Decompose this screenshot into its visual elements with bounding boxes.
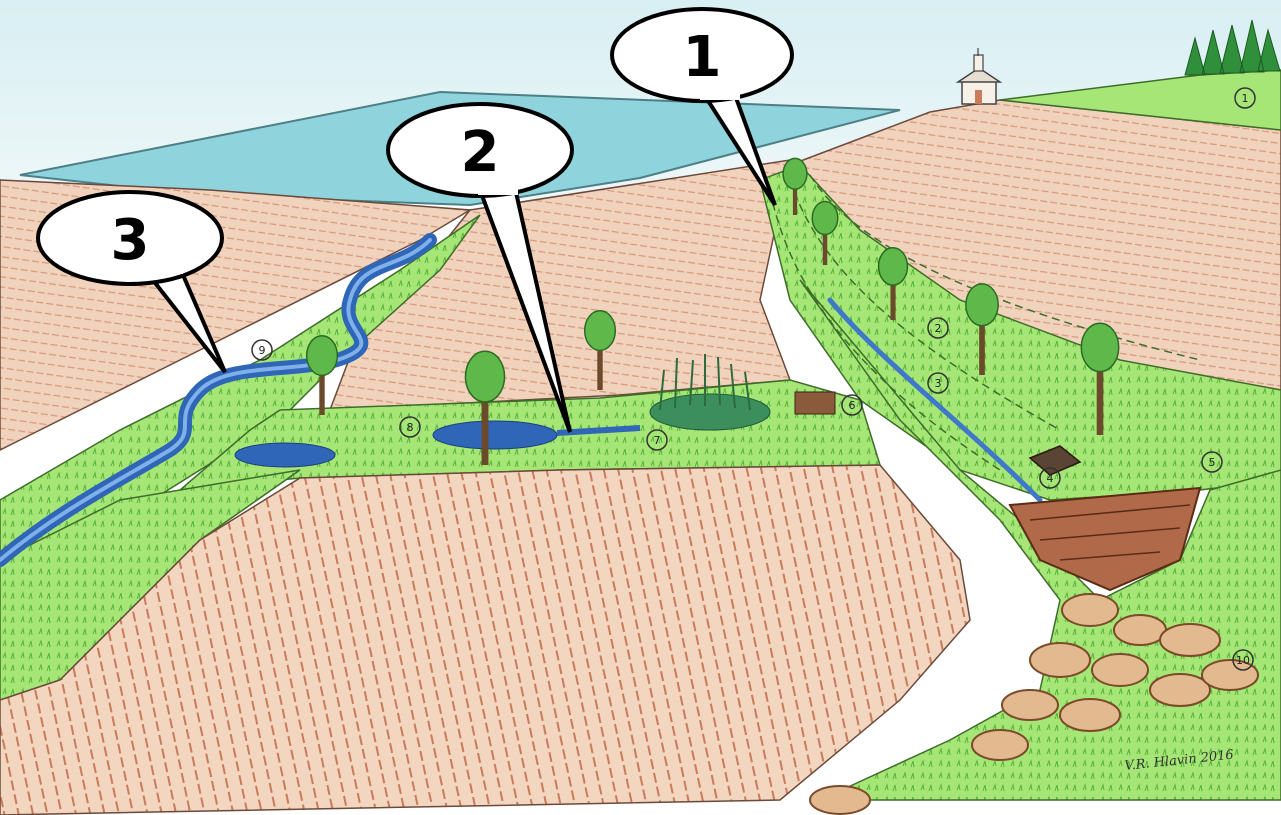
svg-text:8: 8 [407, 421, 414, 434]
svg-text:3: 3 [935, 377, 942, 390]
callout-1-label: 1 [683, 25, 722, 90]
field-shelter [795, 392, 835, 414]
pond-left [235, 443, 335, 467]
svg-text:7: 7 [654, 434, 661, 447]
svg-text:4: 4 [1047, 472, 1054, 485]
svg-text:9: 9 [259, 344, 266, 357]
callout-3-label: 3 [111, 208, 150, 273]
pond-center [433, 421, 557, 449]
svg-text:5: 5 [1209, 456, 1216, 469]
number-marker-9: 9 [252, 340, 272, 360]
svg-text:1: 1 [1242, 92, 1249, 105]
svg-text:2: 2 [935, 322, 942, 335]
svg-text:6: 6 [849, 399, 856, 412]
callout-2-label: 2 [461, 120, 500, 185]
svg-text:10: 10 [1236, 654, 1250, 667]
